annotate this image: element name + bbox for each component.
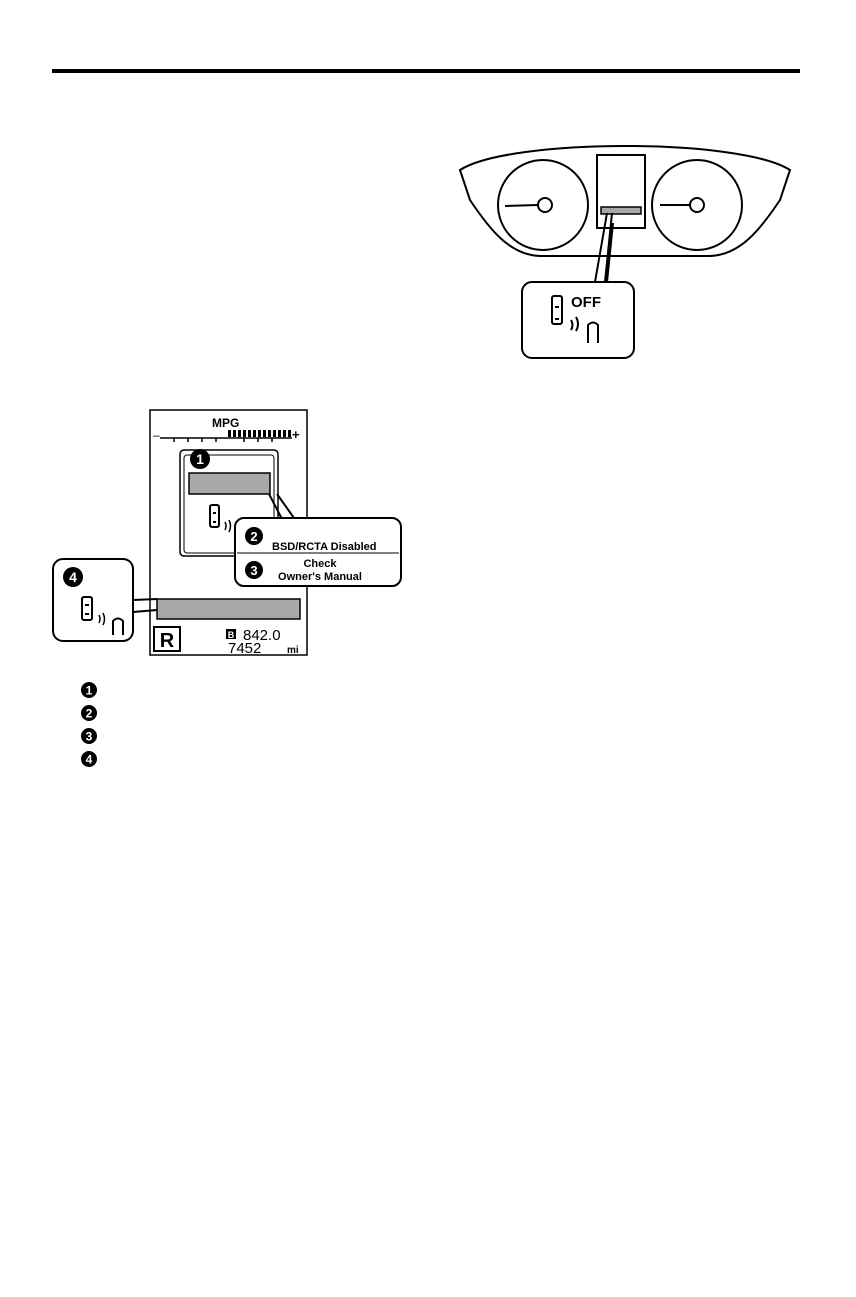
- odometer-value: 7452: [228, 640, 261, 657]
- center-display: [597, 155, 645, 228]
- left-gauge-needle: [505, 205, 538, 206]
- mpg-label: MPG: [212, 416, 239, 430]
- center-display-bar: [601, 207, 641, 214]
- instrument-cluster-illustration: OFF: [450, 130, 800, 365]
- header-rule: [52, 69, 800, 73]
- callout-1-number: 1: [196, 451, 204, 467]
- multi-information-display-illustration: MPG – + 1 2 BSD/RCTA Disabled 3 Check Ow…: [50, 405, 405, 660]
- owners-manual-text: Owner's Manual: [278, 571, 362, 583]
- off-indicator-text: OFF: [571, 294, 601, 311]
- odometer-unit: mi: [287, 645, 299, 656]
- message-bar-2: [157, 599, 300, 619]
- mpg-plus-sign: +: [292, 427, 300, 442]
- bsd-rcta-disabled-text: BSD/RCTA Disabled: [272, 541, 377, 553]
- mpg-minus-sign: –: [153, 428, 160, 442]
- callout-4-number: 4: [69, 569, 77, 585]
- key-item-1: 1: [80, 681, 110, 699]
- key-item-2-number: 2: [86, 707, 93, 721]
- callout-2-number: 2: [250, 529, 257, 544]
- key-item-3: 3: [80, 727, 110, 745]
- key-item-1-number: 1: [86, 684, 93, 698]
- callout-3-number: 3: [250, 563, 257, 578]
- gear-indicator: R: [160, 630, 175, 652]
- check-text: Check: [303, 558, 337, 570]
- key-item-4: 4: [80, 750, 110, 768]
- key-item-4-number: 4: [86, 753, 93, 767]
- key-item-2: 2: [80, 704, 110, 722]
- trip-b-letter: B: [228, 630, 235, 640]
- message-bar-1: [189, 473, 270, 494]
- key-item-3-number: 3: [86, 730, 93, 744]
